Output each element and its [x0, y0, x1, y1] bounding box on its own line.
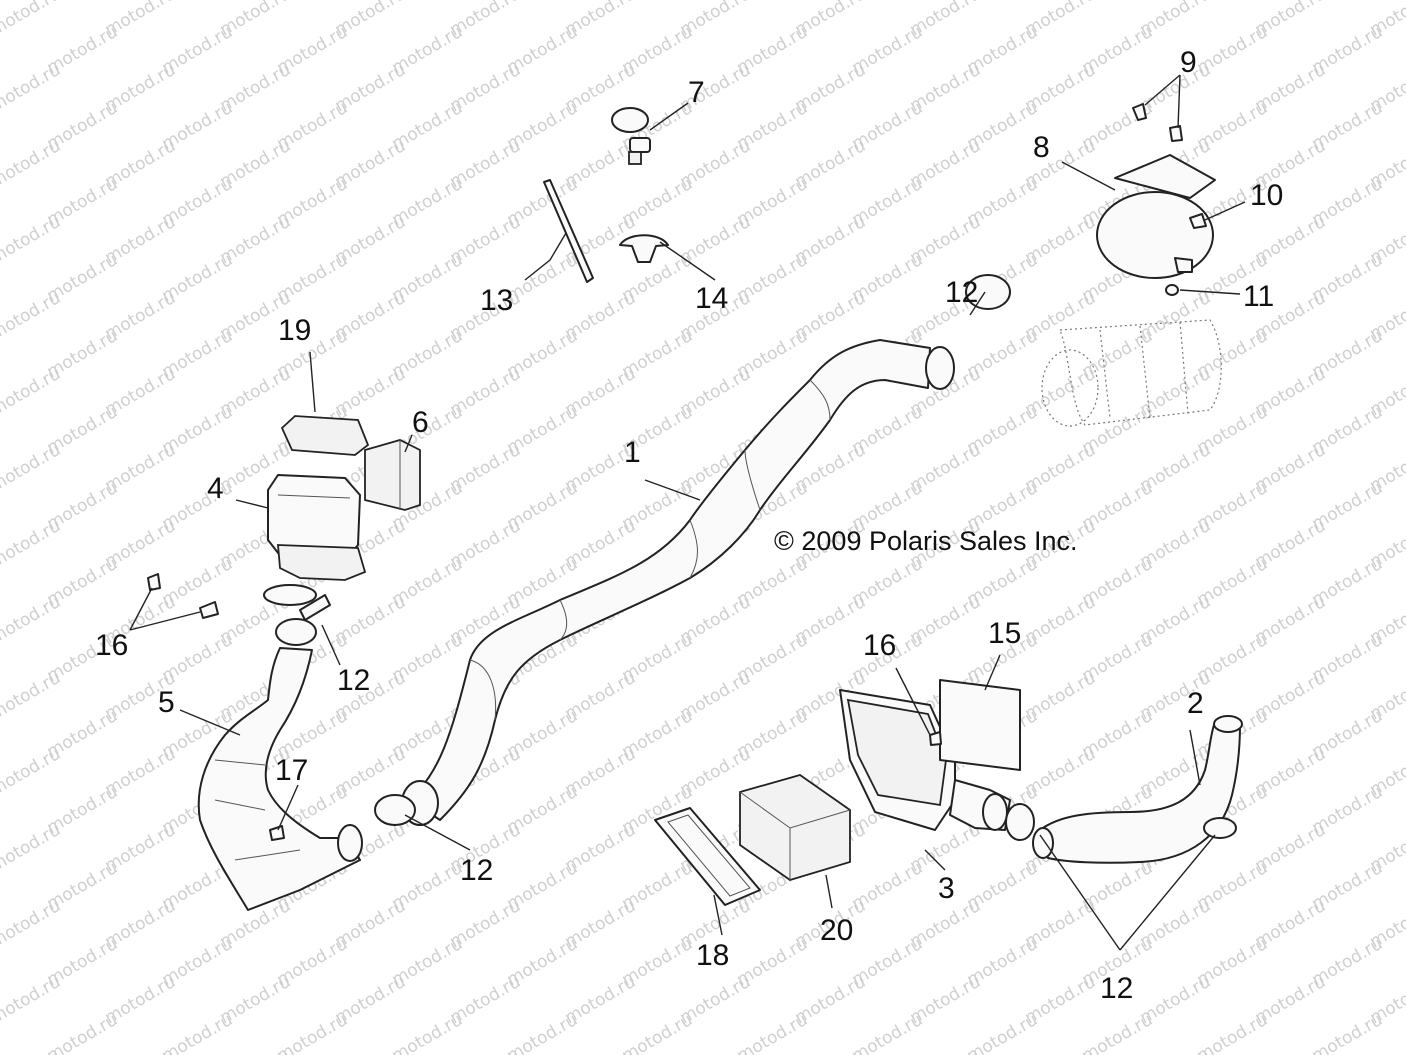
watermark-text: motod.ru	[677, 1048, 755, 1055]
watermark-text: motod.ru	[0, 212, 64, 268]
callout-7: 7	[688, 76, 705, 109]
watermark-text: motod.ru	[562, 1048, 640, 1055]
watermark-text: motod.ru	[0, 668, 64, 724]
watermark-text: motod.ru	[217, 1048, 295, 1055]
part-20-filter	[739, 774, 851, 881]
callout-20: 20	[820, 914, 853, 947]
small-bolts	[147, 573, 942, 841]
watermark-text: motod.ru	[734, 1010, 812, 1055]
watermark-text: motod.ru	[907, 1048, 985, 1055]
watermark-text: motod.ru	[0, 896, 64, 952]
part-12-clamps	[263, 274, 1237, 841]
watermark-text: motod.ru	[0, 364, 64, 420]
watermark-text: motod.ru	[389, 1010, 467, 1055]
callout-12-top: 12	[945, 276, 978, 309]
watermark-text: motod.ru	[1252, 1048, 1330, 1055]
callout-19: 19	[278, 314, 311, 347]
callout-15: 15	[988, 617, 1021, 650]
part-18-frame	[654, 807, 761, 906]
callout-12-left: 12	[337, 664, 370, 697]
part-3-air-box	[839, 689, 1011, 831]
part-8-bracket	[1096, 154, 1216, 279]
callout-13: 13	[480, 284, 513, 317]
watermark-text: motod.ru	[1079, 1010, 1157, 1055]
callout-2: 2	[1187, 687, 1204, 720]
callout-10: 10	[1250, 179, 1283, 212]
watermark-text: motod.ru	[1022, 1048, 1100, 1055]
watermark-text: motod.ru	[0, 136, 64, 192]
part-15-label-sheet	[939, 679, 1021, 771]
part-4-air-box-cover	[267, 474, 367, 581]
callout-16-right: 16	[863, 629, 896, 662]
callout-17: 17	[275, 754, 308, 787]
callout-12-bottom: 12	[460, 854, 493, 887]
callout-9: 9	[1180, 46, 1197, 79]
callout-12-right: 12	[1100, 972, 1133, 1005]
part-5-lower-duct	[197, 618, 363, 911]
part-2-hose	[1032, 715, 1243, 864]
watermark-text: motod.ru	[0, 0, 64, 40]
part-14-push-clip	[619, 234, 669, 263]
watermark-text: motod.ru	[44, 1010, 122, 1055]
watermark-text: motod.ru	[0, 592, 64, 648]
watermark-text: motod.ru	[619, 1010, 697, 1055]
copyright-notice: © 2009 Polaris Sales Inc.	[774, 526, 1078, 556]
watermark-text: motod.ru	[1137, 1048, 1215, 1055]
watermark-text: motod.ru	[274, 1010, 352, 1055]
leader-lines	[129, 74, 1246, 951]
air-filter-canister	[1041, 319, 1222, 427]
callout-11: 11	[1243, 280, 1274, 313]
callout-4: 4	[207, 472, 224, 505]
callout-8: 8	[1033, 131, 1050, 164]
callout-18: 18	[696, 939, 729, 972]
watermark-text: motod.ru	[1309, 1010, 1387, 1055]
watermark-text: motod.ru	[332, 1048, 410, 1055]
watermark-text: motod.ru	[1367, 1048, 1406, 1055]
callout-6: 6	[412, 406, 429, 439]
bolts-hardware	[1132, 103, 1207, 296]
watermark-text: motod.ru	[792, 1048, 870, 1055]
watermark-text: motod.ru	[0, 516, 64, 572]
part-13-cable-tie	[543, 179, 594, 283]
watermark-text: motod.ru	[0, 820, 64, 876]
watermark-text: motod.ru	[964, 1010, 1042, 1055]
callout-1: 1	[624, 436, 641, 469]
callout-3: 3	[938, 872, 955, 905]
watermark-text: motod.ru	[0, 0, 7, 2]
callout-5: 5	[158, 686, 175, 719]
watermark-text: motod.ru	[1194, 1010, 1272, 1055]
watermark-text: motod.ru	[504, 1010, 582, 1055]
watermark-text: motod.ru	[0, 60, 64, 116]
watermark-text: motod.ru	[0, 440, 64, 496]
watermark-text: motod.ru	[0, 1048, 64, 1055]
part-7-clip	[611, 107, 651, 165]
callout-14: 14	[695, 282, 728, 315]
part-19-gasket	[280, 415, 370, 456]
watermark-text: motod.ru	[447, 1048, 525, 1055]
part-6-foam-block	[364, 439, 421, 511]
watermark-text: motod.ru	[0, 744, 64, 800]
watermark-text: motod.ru	[0, 288, 64, 344]
callout-16-left: 16	[95, 629, 128, 662]
watermark-text: motod.ru	[0, 972, 64, 1028]
watermark-text: motod.ru	[849, 1010, 927, 1055]
callout-labels: 1 2 3 4 5 6 7 8 9 10 11 12 12 12 12 13 1…	[95, 46, 1283, 1005]
watermark-text: motod.ru	[102, 1048, 180, 1055]
watermark-text: motod.ru	[159, 1010, 237, 1055]
